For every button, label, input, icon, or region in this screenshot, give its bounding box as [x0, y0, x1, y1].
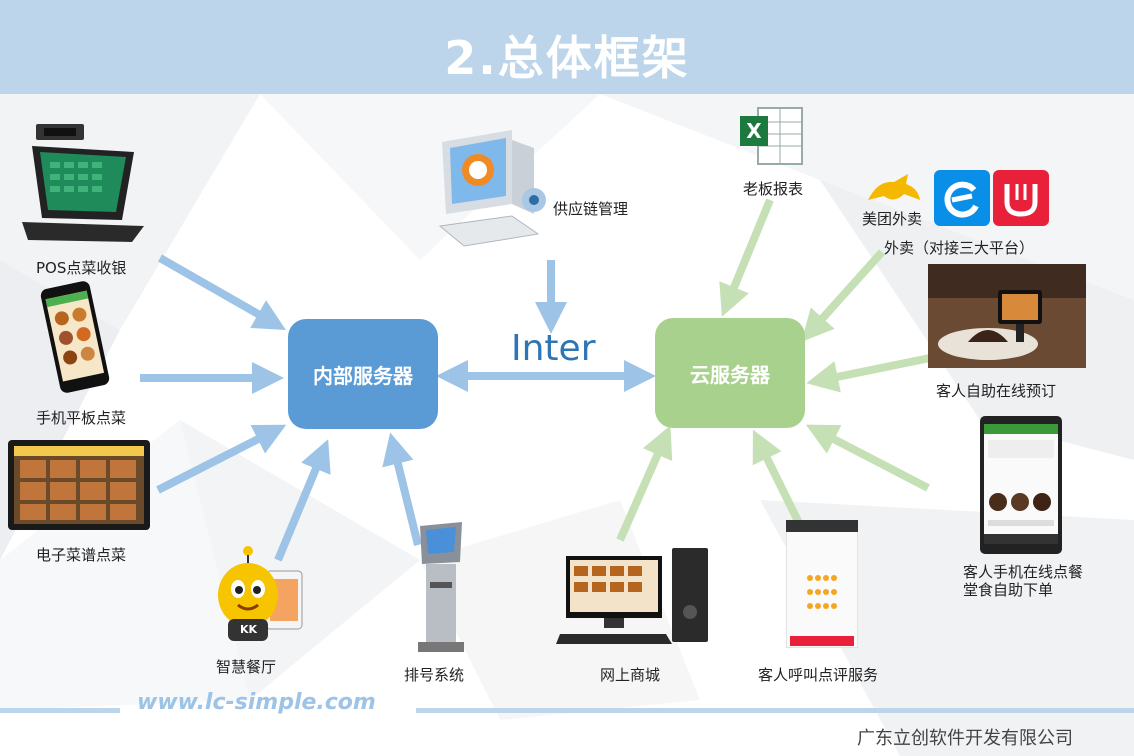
- arrow-mobileorder-to-cloud: [805, 424, 930, 492]
- header-bar: [0, 0, 1134, 94]
- boss-label: 老板报表: [743, 180, 804, 198]
- internal-server: 内部服务器: [288, 319, 438, 429]
- online-mall-desktop-icon: [556, 548, 708, 644]
- footer-company: 广东立创软件开发有限公司: [857, 728, 1073, 749]
- queue-label: 排号系统: [404, 666, 465, 684]
- arrow-call-to-cloud: [752, 429, 804, 527]
- mobile-label: 手机平板点菜: [36, 409, 127, 427]
- mobile-phone-icon: [40, 281, 110, 393]
- tablet-menu-icon: [8, 440, 150, 530]
- call-label: 客人呼叫点评服务: [758, 666, 879, 684]
- supply-computer-icon: [438, 130, 546, 247]
- takeaway-label: 外卖（对接三大平台）: [884, 239, 1035, 257]
- footer-line-left: [0, 708, 120, 713]
- excel-report-icon: X: [740, 107, 803, 165]
- arrow-boss-to-cloud: [719, 198, 774, 317]
- kk-badge: KK: [240, 623, 258, 636]
- selforder-label: 客人自助在线预订: [936, 382, 1057, 400]
- page-title: 2.总体框架: [444, 31, 690, 85]
- mobile-order-phone-icon: [980, 416, 1062, 554]
- svg-text:X: X: [746, 119, 762, 143]
- meituan-kangaroo-icon: [868, 174, 920, 200]
- mobileorder-label-1: 客人手机在线点餐: [963, 563, 1084, 581]
- arrow-mall-to-cloud: [616, 425, 673, 542]
- meituan-label: 美团外卖: [862, 210, 923, 228]
- arrow-emenu-to-internal: [156, 424, 287, 494]
- arrow-pos-to-internal: [158, 254, 286, 330]
- cloud-server-label: 云服务器: [690, 362, 770, 387]
- supply-label: 供应链管理: [553, 200, 629, 218]
- footer-url: www.lc-simple.com: [137, 690, 376, 715]
- call-review-phone-icon: [786, 520, 858, 648]
- arrow-selforder-to-cloud: [806, 354, 931, 393]
- arrow-takeaway-to-cloud: [801, 249, 885, 342]
- arrow-queue-to-internal: [382, 432, 422, 546]
- pos-terminal-icon: [22, 124, 144, 242]
- mall-label: 网上商城: [600, 666, 661, 684]
- queue-kiosk-icon: [418, 522, 464, 652]
- link-label: Inter: [511, 328, 596, 369]
- baidu-waimai-logo-icon: [993, 170, 1049, 226]
- smart-label: 智慧餐厅: [216, 658, 277, 676]
- footer-line-right: [416, 708, 1134, 713]
- internal-server-label: 内部服务器: [313, 363, 413, 388]
- eleme-logo-icon: [934, 170, 990, 226]
- pos-label: POS点菜收银: [36, 259, 127, 277]
- arrow-smart-to-internal: [274, 439, 331, 562]
- emenu-label: 电子菜谱点菜: [36, 546, 127, 564]
- mascot-icon: [218, 546, 303, 641]
- cloud-server: 云服务器: [655, 318, 805, 428]
- self-order-photo: [928, 264, 1086, 368]
- mobileorder-label-2: 堂食自助下单: [963, 581, 1054, 599]
